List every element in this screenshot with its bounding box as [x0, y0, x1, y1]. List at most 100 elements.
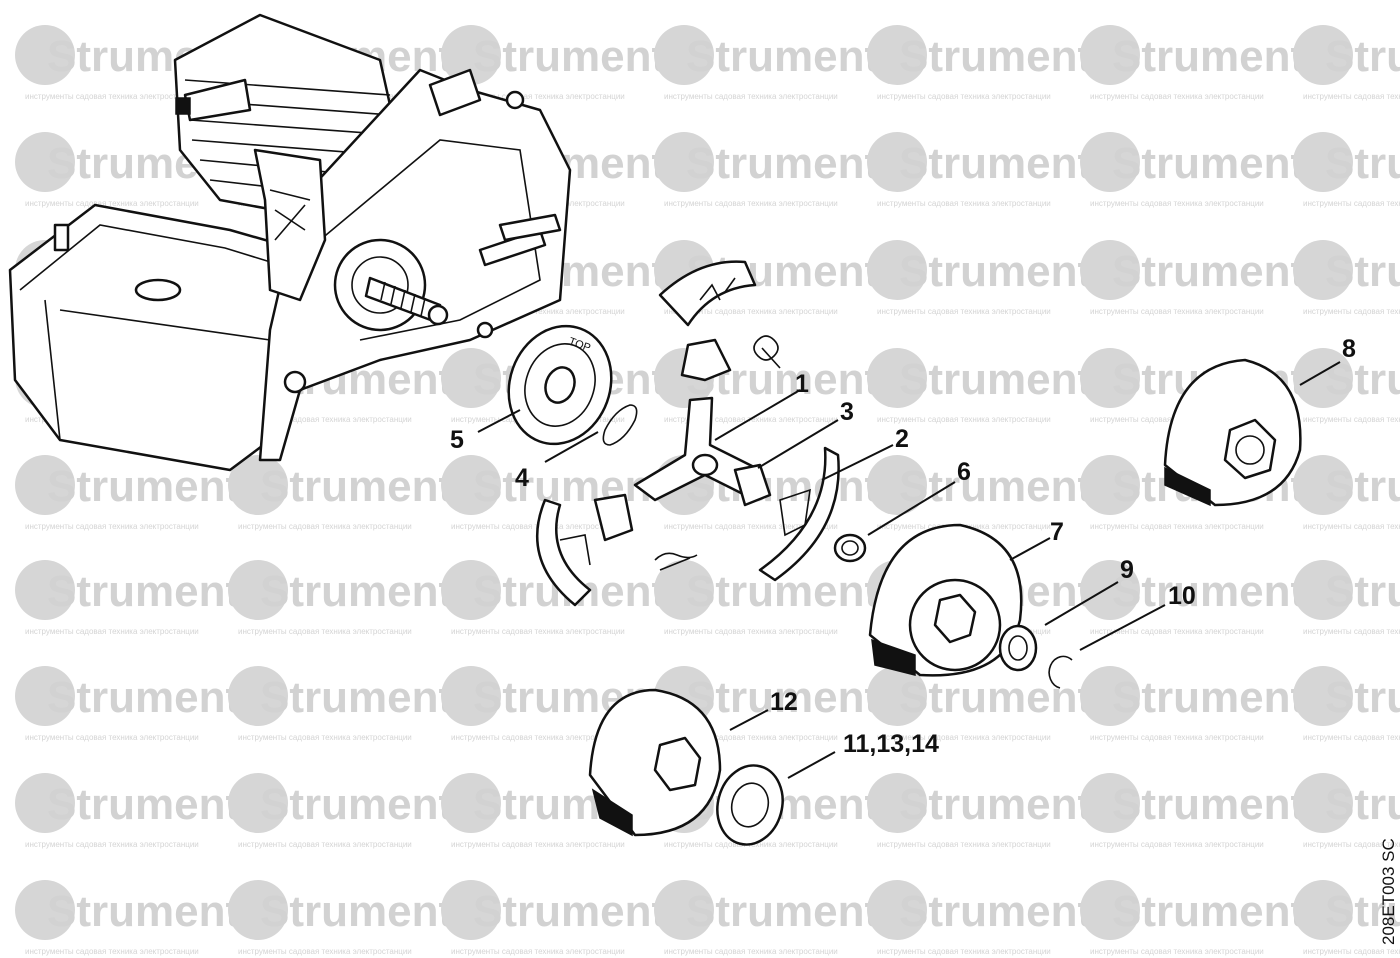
watermark-logo-icon: [15, 773, 75, 833]
part-5-thrust-plate: TOP: [507, 324, 613, 446]
watermark-brand: Strument: [260, 462, 453, 511]
callout-2: 2: [895, 425, 909, 453]
watermark-brand: Strument: [47, 567, 240, 616]
watermark-brand: Strument: [1112, 887, 1305, 936]
watermark-brand: Strument: [899, 32, 1092, 81]
watermark-tagline: инструменты садовая техника электростанц…: [664, 199, 838, 208]
watermark-tagline: инструменты садовая техника электростанц…: [25, 947, 199, 956]
watermark-logo-icon: [441, 773, 501, 833]
callout-5: 5: [450, 426, 464, 454]
watermark-logo-icon: [1293, 666, 1353, 726]
watermark-tagline: инструменты садовая техника электростанц…: [1090, 199, 1264, 208]
watermark-tagline: инструменты садовая техника электростанц…: [1303, 92, 1400, 101]
watermark-tagline: инструменты садовая техника электростанц…: [877, 947, 1051, 956]
watermark-logo-icon: [1080, 348, 1140, 408]
watermark-logo-icon: [1080, 773, 1140, 833]
watermark-brand: Strument: [260, 567, 453, 616]
leader-line-5: [477, 409, 521, 433]
watermark-tagline: инструменты садовая техника электростанц…: [1090, 307, 1264, 316]
watermark-logo-icon: [1293, 240, 1353, 300]
part-9-washer: [998, 624, 1038, 672]
watermark-brand: Strument: [899, 780, 1092, 829]
watermark-tagline: инструменты садовая техника электростанц…: [877, 840, 1051, 849]
watermark-tagline: инструменты садовая техника электростанц…: [238, 415, 412, 424]
watermark-tagline: инструменты садовая техника электростанц…: [451, 947, 625, 956]
watermark-tile: Strument инструменты садовая техника элек…: [228, 455, 453, 531]
watermark-layer: Strument инструменты садовая техника элек…: [15, 25, 1400, 956]
leader-line-7: [1009, 537, 1051, 561]
watermark-tagline: инструменты садовая техника электростанц…: [877, 199, 1051, 208]
watermark-logo-icon: [1080, 240, 1140, 300]
watermark-brand: Strument: [1325, 567, 1400, 616]
callout-11-13-14: 11,13,14: [843, 730, 939, 758]
watermark-logo-icon: [867, 455, 927, 515]
callout-9: 9: [1120, 556, 1134, 584]
watermark-tagline: инструменты садовая техника электростанц…: [877, 92, 1051, 101]
part-10-e-clip: [1048, 655, 1073, 689]
callout-8: 8: [1342, 335, 1356, 363]
watermark-tagline: инструменты садовая техника электростанц…: [238, 840, 412, 849]
watermark-brand: Strument: [1112, 247, 1305, 296]
watermark-brand: Strument: [1112, 780, 1305, 829]
watermark-brand: Strument: [899, 462, 1092, 511]
watermark-tagline: инструменты садовая техника электростанц…: [451, 733, 625, 742]
watermark-tile: Strument инструменты садовая техника элек…: [1080, 240, 1305, 316]
watermark-brand: Strument: [1325, 673, 1400, 722]
watermark-tagline: инструменты садовая техника электростанц…: [238, 947, 412, 956]
watermark-logo-icon: [654, 25, 714, 85]
part-7-clutch-drum: [868, 523, 1023, 677]
watermark-tagline: инструменты садовая техника электростанц…: [451, 840, 625, 849]
watermark-brand: Strument: [1325, 462, 1400, 511]
watermark-tagline: инструменты садовая техника электростанц…: [238, 522, 412, 531]
watermark-tagline: инструменты садовая техника электростанц…: [1090, 92, 1264, 101]
leader-line-2: [821, 444, 894, 481]
watermark-brand: Strument: [899, 355, 1092, 404]
watermark-tagline: инструменты садовая техника электростанц…: [1303, 415, 1400, 424]
part-4-spring: [602, 404, 638, 446]
watermark-brand: Strument: [260, 887, 453, 936]
watermark-logo-icon: [1293, 773, 1353, 833]
watermark-logo-icon: [441, 880, 501, 940]
leader-line-6: [867, 481, 956, 536]
watermark-logo-icon: [15, 132, 75, 192]
watermark-logo-icon: [1293, 455, 1353, 515]
watermark-brand: Strument: [686, 887, 879, 936]
clutch-spring-bracket-left: [593, 493, 634, 542]
watermark-tagline: инструменты садовая техника электростанц…: [25, 733, 199, 742]
watermark-brand: Strument: [473, 462, 666, 511]
watermark-brand: Strument: [899, 247, 1092, 296]
watermark-tagline: инструменты садовая техника электростанц…: [25, 522, 199, 531]
watermark-logo-icon: [15, 455, 75, 515]
clutch-spring-bottom: [654, 552, 698, 571]
watermark-brand: Strument: [1325, 247, 1400, 296]
watermark-logo-icon: [228, 666, 288, 726]
part-11-sprocket: [716, 764, 784, 846]
watermark-tagline: инструменты садовая техника электростанц…: [1303, 947, 1400, 956]
leader-line-8: [1299, 361, 1341, 386]
watermark-brand: Strument: [1112, 32, 1305, 81]
watermark-logo-icon: [228, 773, 288, 833]
watermark-logo-icon: [441, 25, 501, 85]
watermark-tile: Strument инструменты садовая техника элек…: [867, 773, 1092, 849]
